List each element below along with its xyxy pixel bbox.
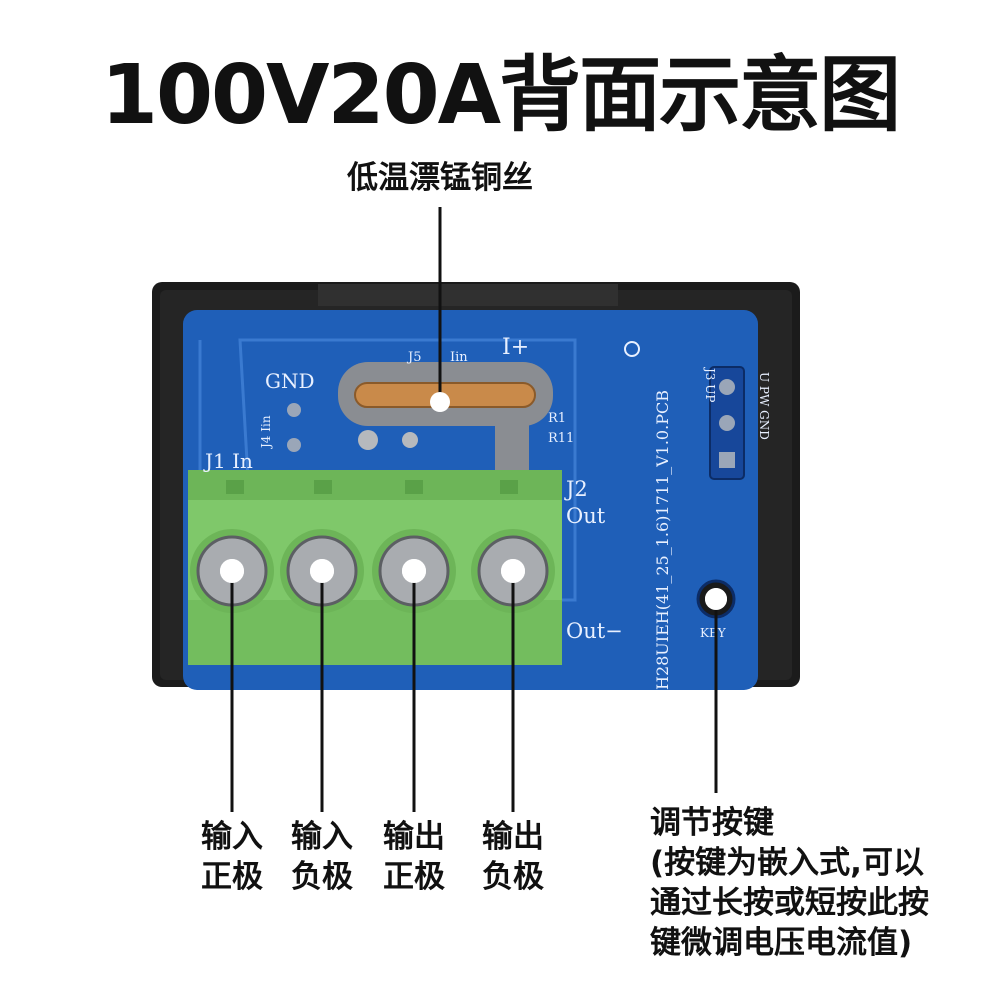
callout-key: 调节按键 (按键为嵌入式,可以 通过长按或短按此按 键微调电压电流值) xyxy=(650,803,980,963)
pcb-label-r11: R11 xyxy=(548,431,574,446)
pcb-label-out-minus: Out− xyxy=(566,619,623,643)
callout-line: 正极 xyxy=(201,859,263,895)
callout-line: 负极 xyxy=(291,859,353,895)
pcb-label-iplus: I+ xyxy=(502,335,529,360)
pcb-label-r1: R1 xyxy=(548,411,566,426)
callout-key-note: 通过长按或短按此按 xyxy=(650,885,929,921)
callout-key-note: 键微调电压电流值) xyxy=(650,925,913,961)
callout-line: 正极 xyxy=(383,859,445,895)
callout-input-positive: 输入 正极 xyxy=(190,817,274,897)
callout-line: 输入 xyxy=(291,819,353,855)
terminal-block-output xyxy=(374,470,562,665)
pcb-label-j4: J4 Iin xyxy=(259,415,273,450)
callout-input-negative: 输入 负极 xyxy=(280,817,364,897)
led-icon xyxy=(624,341,640,357)
pcb-label-j1: J1 In xyxy=(203,449,253,473)
pcb-label-id: H28UIEH(41_25_1.6)1711_V1.0.PCB xyxy=(653,390,672,690)
callout-output-negative: 输出 负极 xyxy=(471,817,555,897)
pcb-label-key: KEY xyxy=(700,626,727,640)
callout-output-positive: 输出 正极 xyxy=(372,817,456,897)
callout-key-title: 调节按键 xyxy=(650,805,774,841)
callout-shunt: 低温漂锰铜丝 xyxy=(347,160,533,196)
pcb-label-j5: J5 xyxy=(406,350,421,365)
callout-line: 输出 xyxy=(383,819,445,855)
callout-key-note: (按键为嵌入式,可以 xyxy=(650,845,924,881)
pcb-label-gnd: GND xyxy=(265,369,315,393)
callout-line: 负极 xyxy=(482,859,544,895)
callout-line: 输出 xyxy=(482,819,544,855)
pcb-label-j2: J2 xyxy=(564,477,588,501)
page-title: 100V20A背面示意图 xyxy=(100,48,901,143)
callout-line: 输入 xyxy=(201,819,263,855)
pcb-label-j3: J3 UP xyxy=(703,366,717,402)
pcb-label-out: Out xyxy=(566,504,606,528)
pcb-label-pw-gnd: U PW GND xyxy=(757,372,771,440)
pcb-label-iin: Iin xyxy=(450,350,468,365)
